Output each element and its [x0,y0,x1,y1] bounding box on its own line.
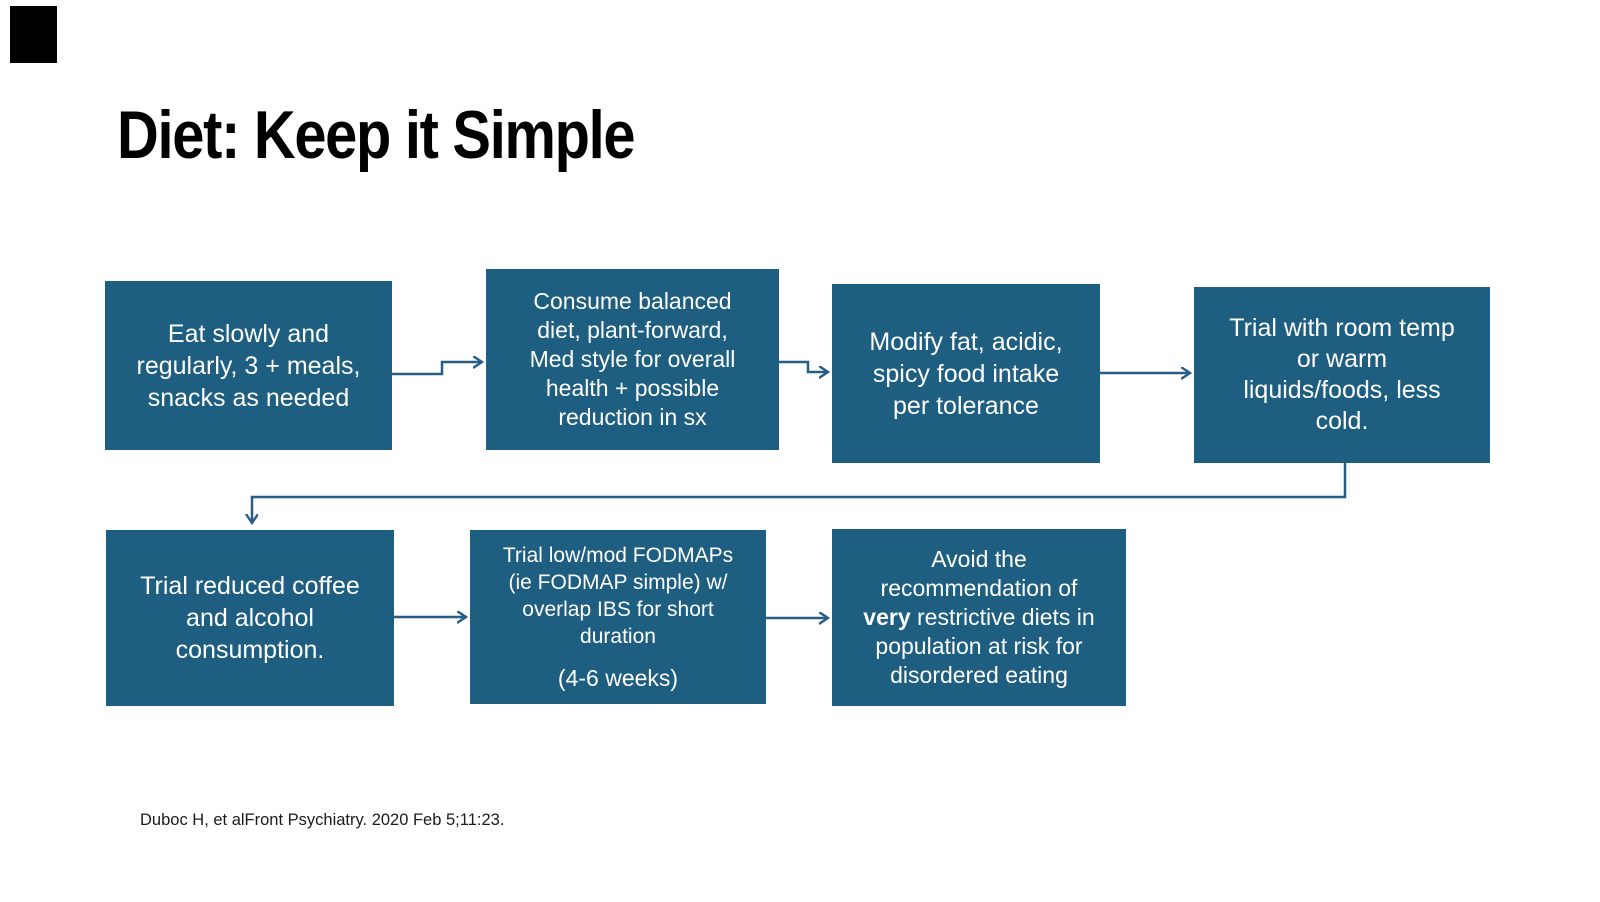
flow-step-modify-fat: Modify fat, acidic, spicy food intake pe… [832,284,1100,463]
flow-step-balanced-diet: Consume balanced diet, plant-forward, Me… [486,269,779,450]
flow-step-text-after: restrictive diets in population at risk … [875,604,1095,688]
flow-step-text: Trial low/mod FODMAPs (ie FODMAP simple)… [502,544,734,648]
flow-step-text-before: Avoid the recommendation of [880,546,1078,601]
connector-step1-step2-arrow [392,362,482,376]
flow-step-text: Consume balanced diet, plant-forward, Me… [529,288,736,430]
flow-step-eat-slowly: Eat slowly and regularly, 3 + meals, sna… [105,281,392,450]
flow-step-reduce-coffee-alcohol: Trial reduced coffee and alcohol consump… [106,530,394,706]
page-title: Diet: Keep it Simple [117,97,636,173]
flow-step-duration-text: (4-6 weeks) [557,665,679,691]
citation-text: Duboc H, et alFront Psychiatry. 2020 Feb… [140,811,505,829]
connector-step4-step5-arrow [252,463,1347,523]
flow-step-text: Trial reduced coffee and alcohol consump… [140,572,360,664]
connector-step2-step3-arrow [779,360,828,372]
flow-step-text: Modify fat, acidic, spicy food intake pe… [869,327,1063,420]
flow-step-text: Avoid the recommendation of very restric… [863,545,1094,690]
flow-step-text: Trial with room temp or warm liquids/foo… [1229,314,1455,435]
flow-step-fodmap-trial: Trial low/mod FODMAPs (ie FODMAP simple)… [470,530,766,704]
flow-step-text-bold: very [863,604,911,630]
black-logo-block [10,6,57,63]
flow-step-avoid-restrictive-diets: Avoid the recommendation of very restric… [832,529,1126,706]
flow-step-text: Eat slowly and regularly, 3 + meals, sna… [136,319,361,412]
flow-step-room-temp: Trial with room temp or warm liquids/foo… [1194,287,1490,463]
